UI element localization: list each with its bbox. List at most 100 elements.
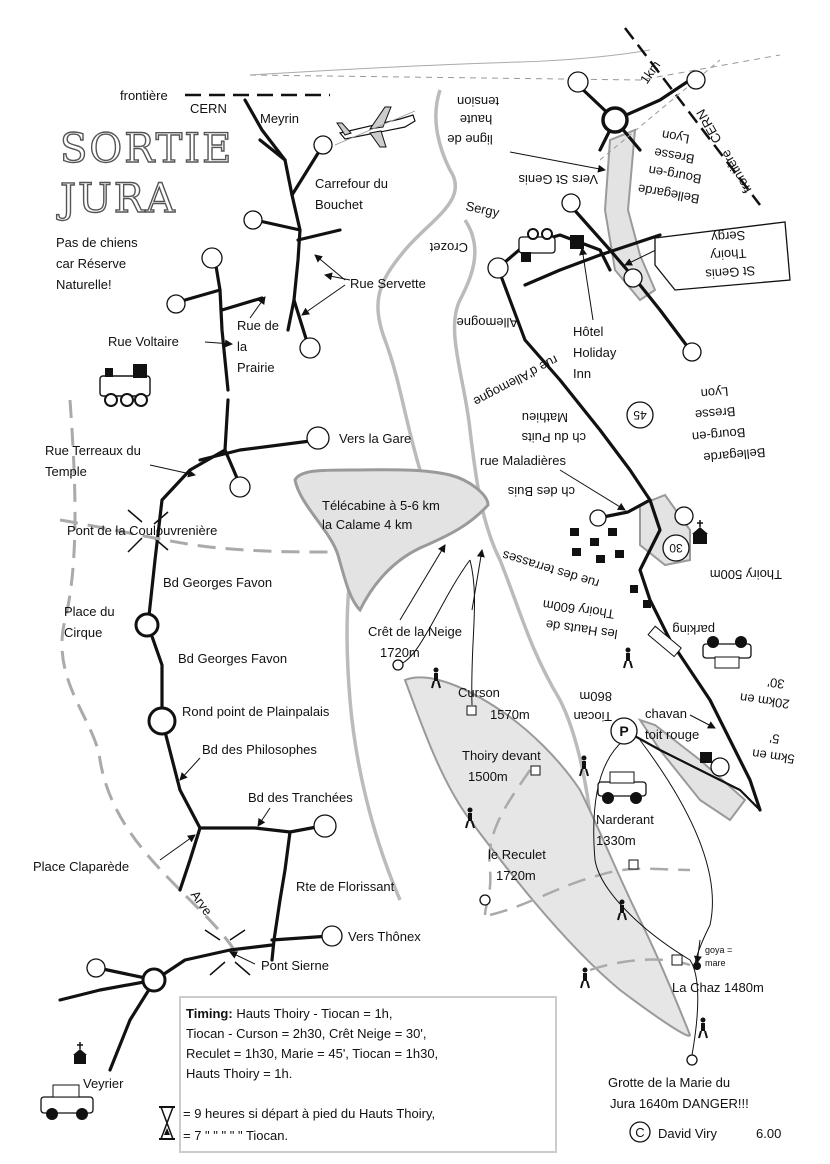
car-icon <box>40 1084 94 1120</box>
one-km-label: 1km <box>637 58 663 87</box>
parking-p-marker <box>610 717 638 745</box>
vers-st-genis-label: Vers St Genis <box>518 172 598 187</box>
arrow-sierne <box>229 951 256 965</box>
route-philosophes <box>160 718 324 834</box>
chavan-label-1: chavan <box>645 706 687 721</box>
stop <box>589 509 607 527</box>
arrow-prairie <box>249 296 266 319</box>
thoiry-devant-label-2: 1500m <box>468 769 508 784</box>
sergy-label: Sergy <box>464 198 501 220</box>
map-stops <box>86 70 730 1066</box>
path-cret <box>397 559 471 666</box>
la-chaz-marker <box>671 954 683 966</box>
timing-line-5: = 9 heures si départ à pied du Hauts Tho… <box>183 1106 435 1121</box>
ch-puits-label-1: ch du Puits <box>521 430 586 445</box>
veyrier-label: Veyrier <box>83 1076 124 1091</box>
goya-label-1: goya = <box>705 945 732 955</box>
narderant-label-2: 1330m <box>596 833 636 848</box>
stop <box>487 257 509 279</box>
goya-mare-dot <box>693 962 701 970</box>
bd-philosophes-label: Bd des Philosophes <box>202 742 317 757</box>
hourglass-icon <box>159 1106 175 1140</box>
cern-frontier-line <box>624 27 761 206</box>
narderant-label-1: Narderant <box>596 812 654 827</box>
rhone-river-west <box>376 89 458 471</box>
rue-terrasses-label: rue des terrasses <box>500 548 601 592</box>
bd-favon-label-1: Bd Georges Favon <box>163 575 272 590</box>
bd-tranchees-label: Bd des Tranchées <box>248 790 353 805</box>
route-florissant <box>270 830 292 962</box>
church-icon <box>692 520 708 544</box>
grotte-label-1: Grotte de la Marie du <box>608 1075 730 1090</box>
route-claparede <box>178 826 202 892</box>
pont-sierne-marks <box>204 929 251 976</box>
grotte-label-2: Jura 1640m DANGER!!! <box>610 1096 749 1111</box>
arrow-hotel <box>579 247 594 321</box>
route-veyrier <box>58 978 157 1002</box>
st-genis-sign <box>654 221 791 291</box>
timing-line-1: Timing: Hauts Thoiry - Tiocan = 1h, <box>186 1006 393 1021</box>
stop <box>567 71 589 93</box>
ligne-label-3: tension <box>457 94 499 109</box>
route-sierne <box>153 943 274 982</box>
bbl-mid-label-3: Bresse <box>694 404 736 422</box>
train-icon <box>518 228 556 262</box>
no-dogs-note-2: car Réserve <box>56 256 126 271</box>
rue-allemogne-label: rue d'Allemogne <box>471 352 561 409</box>
bbl-mid-label-2: Bourg-en <box>691 425 746 445</box>
stop <box>479 894 491 906</box>
narderant-marker <box>628 859 639 870</box>
place-claparede-label: Place Claparède <box>33 859 129 874</box>
vers-gare-label: Vers la Gare <box>339 431 411 446</box>
route-thonex <box>270 934 332 942</box>
stop <box>243 210 263 230</box>
hiker-icons <box>431 647 708 1039</box>
timing-line-4: Hauts Thoiry = 1h. <box>186 1066 292 1081</box>
arrow-rue-servette-2 <box>301 284 346 316</box>
route-favon <box>146 623 164 722</box>
plainpalais-junction <box>147 706 177 736</box>
route-servette-branch2 <box>292 298 310 347</box>
credit-author: David Viry <box>658 1126 718 1141</box>
route-crozet <box>496 266 652 502</box>
stop <box>166 294 186 314</box>
crozet-label: Crozet <box>429 240 468 255</box>
route-prairie-right <box>220 296 264 312</box>
no-dogs-note-1: Pas de chiens <box>56 235 138 250</box>
route-30-marker <box>662 534 690 562</box>
timing-heading: Timing: <box>186 1006 233 1021</box>
frontiere-cern-label-1: frontière <box>718 147 755 196</box>
rue-maladieres-label: rue Maladières <box>480 453 566 468</box>
narderant-zone <box>637 718 747 822</box>
no-dogs-note-3: Naturelle! <box>56 277 112 292</box>
arrow-cret <box>399 544 446 621</box>
bbl-top-label-4: Lyon <box>661 127 691 147</box>
pont-coulouvreniere-marks <box>127 509 169 553</box>
thoiry-devant-label-1: Thoiry devant <box>462 748 541 763</box>
frontiere-cern-label-2: CERN <box>693 107 724 146</box>
ch-buis-label: ch des Buis <box>507 484 575 499</box>
arrow-ligne <box>509 151 606 173</box>
stop <box>86 958 106 978</box>
stop <box>313 135 333 155</box>
church-icon <box>73 1042 87 1064</box>
timing-line-2: Tiocan - Curson = 2h30, Crêt Neige = 30'… <box>186 1026 426 1041</box>
arrow-philosophes <box>179 757 201 781</box>
km20-label-2: 30' <box>767 675 786 692</box>
hotel-label-1: Hôtel <box>573 324 603 339</box>
car-icon <box>702 636 752 669</box>
bd-favon-label-2: Bd Georges Favon <box>178 651 287 666</box>
curson-marker <box>466 705 477 716</box>
thoiry-devant-marker <box>530 765 541 776</box>
curson-label-1: Curson <box>458 685 500 700</box>
route-maladieres <box>596 498 652 520</box>
arrow-rue-servette-3 <box>324 272 351 281</box>
km5-label-2: 5' <box>769 731 781 747</box>
cret-neige-label-2: 1720m <box>380 645 420 660</box>
route-carrefour-branch <box>290 148 322 197</box>
arve-river <box>60 399 242 961</box>
hotel-label-3: Inn <box>573 366 591 381</box>
car-icon <box>597 771 647 804</box>
credit-date: 6.00 <box>756 1126 781 1141</box>
stop <box>201 247 223 269</box>
